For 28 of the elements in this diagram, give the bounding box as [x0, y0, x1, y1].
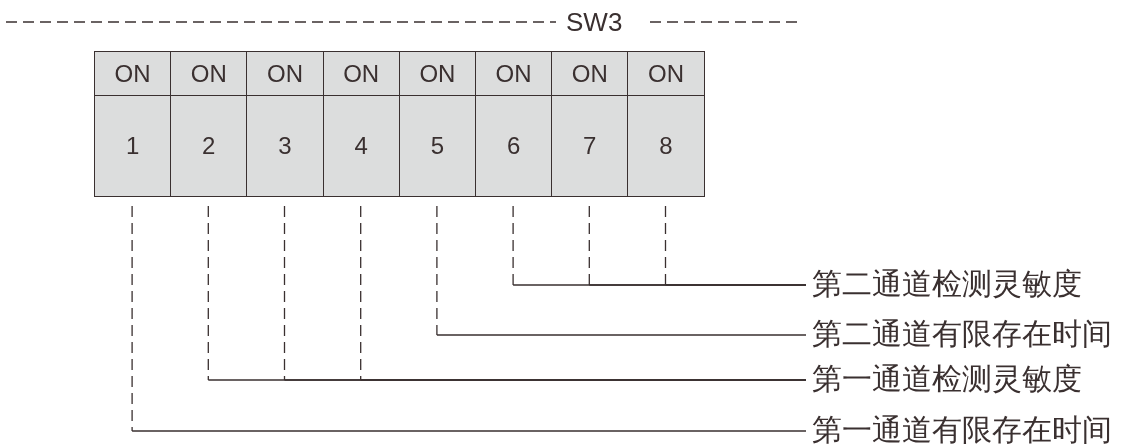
- dip-switch: [475, 51, 553, 197]
- switch-number: 2: [201, 131, 217, 161]
- switch-number: 7: [582, 131, 598, 161]
- function-label: 第一通道检测灵敏度: [812, 364, 1082, 394]
- switch-number: 3: [277, 131, 293, 161]
- leader-line: [131, 205, 807, 432]
- leader-line: [664, 205, 807, 286]
- switch-number: 8: [658, 131, 674, 161]
- switch-state-label: ON: [399, 52, 475, 96]
- dip-switch: [398, 51, 476, 197]
- function-label: 第二通道有限存在时间: [812, 319, 1112, 349]
- switch-state-label: ON: [323, 52, 399, 96]
- switch-number: 5: [429, 131, 446, 161]
- switch-state-label: ON: [247, 52, 323, 96]
- dip-switch: [551, 51, 629, 197]
- dip-switch: [170, 51, 248, 197]
- dip-switch: [94, 51, 172, 197]
- switch-state-label: ON: [628, 52, 704, 96]
- function-label: 第二通道检测灵敏度: [812, 269, 1082, 299]
- switch-number: 1: [124, 131, 141, 161]
- function-label: 第一通道有限存在时间: [812, 415, 1112, 445]
- dip-switch: [246, 51, 324, 197]
- switch-number: 6: [505, 131, 522, 161]
- switch-title: SW3: [566, 9, 623, 35]
- dip-switch: [322, 51, 400, 197]
- dip-switch: [627, 51, 705, 197]
- leader-line: [436, 205, 807, 336]
- switch-number: 4: [353, 131, 369, 161]
